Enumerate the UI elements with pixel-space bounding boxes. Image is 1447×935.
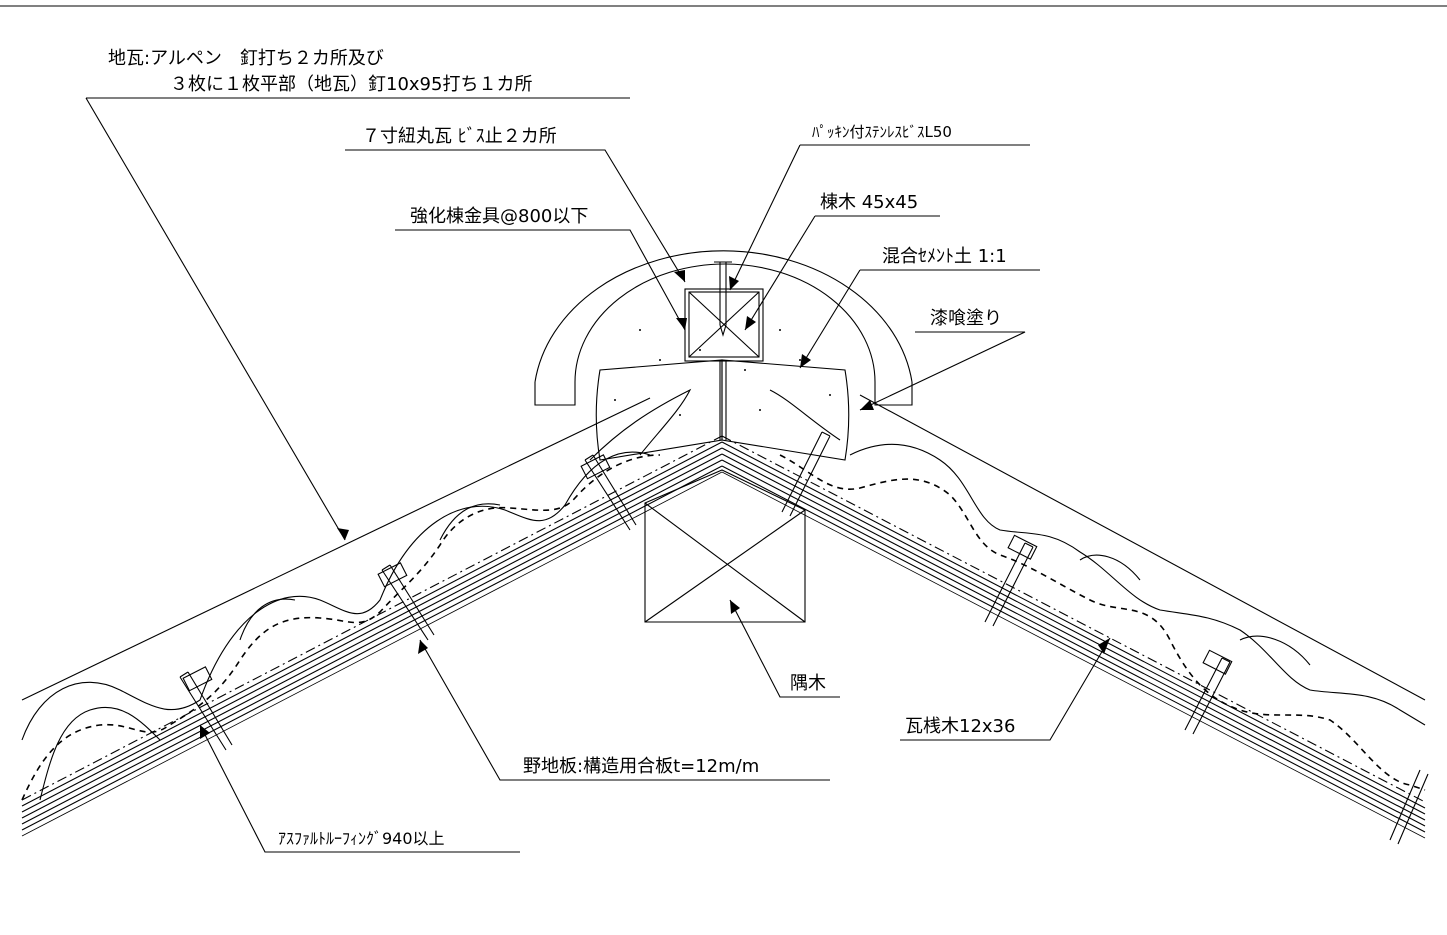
label-himomaru: ７寸紐丸瓦 ﾋﾞｽ止２カ所 <box>362 126 557 147</box>
leader-arrows <box>200 270 1110 739</box>
label-sumigi: 隅木 <box>790 673 826 694</box>
label-sanki: 瓦桟木12x36 <box>905 716 1015 737</box>
tiles-right <box>779 394 1426 791</box>
hip-rafter <box>644 469 806 623</box>
label-munagi: 棟木 45x45 <box>820 192 918 213</box>
tiles-left <box>21 397 661 801</box>
roof-deck-right <box>721 435 1426 839</box>
ridge-post <box>684 288 764 440</box>
label-plaster: 漆喰塗り <box>930 307 1002 329</box>
label-jigawara-line1: 地瓦:アルペン 釘打ち２カ所及び <box>108 48 384 69</box>
label-nojiita: 野地板:構造用合板t=12m/m <box>523 756 759 777</box>
ridge-mortar <box>589 329 850 461</box>
label-roofing: ｱｽﾌｧﾙﾄﾙｰﾌｨﾝｸﾞ940以上 <box>278 829 445 848</box>
ridge-screw <box>714 261 732 337</box>
nails <box>179 431 1429 845</box>
label-bracket: 強化棟金具@800以下 <box>410 206 588 227</box>
label-mortar: 混合ｾﾒﾝﾄ土 1:1 <box>882 246 1007 267</box>
roof-deck-left <box>21 435 723 837</box>
label-jigawara-line2: ３枚に１枚平部（地瓦）釘10x95打ち１カ所 <box>170 74 532 95</box>
label-screw: ﾊﾟｯｷﾝ付ｽﾃﾝﾚｽﾋﾞｽL50 <box>812 123 952 141</box>
ridge-round-tile <box>534 250 913 406</box>
leader-lines <box>85 97 1111 853</box>
